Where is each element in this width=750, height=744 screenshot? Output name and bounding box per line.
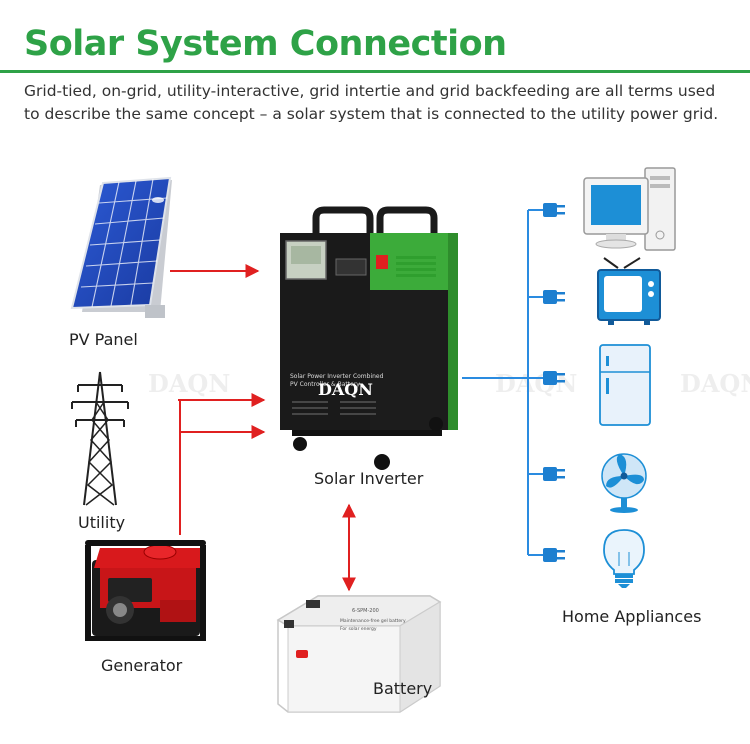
watermark-text: DAQN — [680, 369, 750, 398]
generator-label: Generator — [101, 656, 183, 675]
fan-icon — [601, 453, 647, 513]
tv-icon — [597, 257, 661, 325]
home-appliances-label: Home Appliances — [562, 607, 702, 626]
pv-panel-label: PV Panel — [69, 330, 138, 349]
generator-riser — [178, 399, 181, 535]
battery-icon: 6-SPM-200 Maintenance-free gel battery F… — [276, 595, 442, 713]
plug-icon — [543, 548, 565, 562]
battery-label: Battery — [373, 679, 433, 698]
title-divider — [0, 70, 750, 73]
solar-inverter-icon: Solar Power Inverter Combined PV Control… — [280, 206, 458, 470]
battery-line1: Maintenance-free gel battery — [340, 618, 406, 624]
utility-label: Utility — [78, 513, 126, 532]
plug-icon — [543, 467, 565, 481]
pv-panel-icon — [70, 176, 172, 318]
watermarks: DAQN DAQN DAQN — [148, 369, 750, 398]
battery-model: 6-SPM-200 — [352, 608, 379, 614]
inverter-brand: DAQN — [318, 380, 373, 399]
solar-inverter-label: Solar Inverter — [314, 469, 424, 488]
inverter-front-text-1: Solar Power Inverter Combined — [290, 373, 384, 380]
plug-icon — [543, 371, 565, 385]
plugs — [543, 203, 565, 562]
generator-icon — [85, 540, 206, 641]
plug-icon — [543, 290, 565, 304]
fridge-icon — [599, 344, 651, 426]
plug-icon — [543, 203, 565, 217]
inverter-front-text-2: PV Controller & Battery — [290, 381, 360, 388]
watermark-text: DAQN — [148, 369, 230, 398]
utility-tower-icon — [71, 371, 129, 506]
description: Grid-tied, on-grid, utility-interactive,… — [24, 82, 719, 123]
bulb-icon — [603, 529, 645, 588]
page-title: Solar System Connection — [24, 24, 507, 64]
input-arrows — [170, 264, 356, 592]
battery-line2: For solar energy — [340, 626, 377, 632]
computer-icon — [583, 167, 676, 251]
